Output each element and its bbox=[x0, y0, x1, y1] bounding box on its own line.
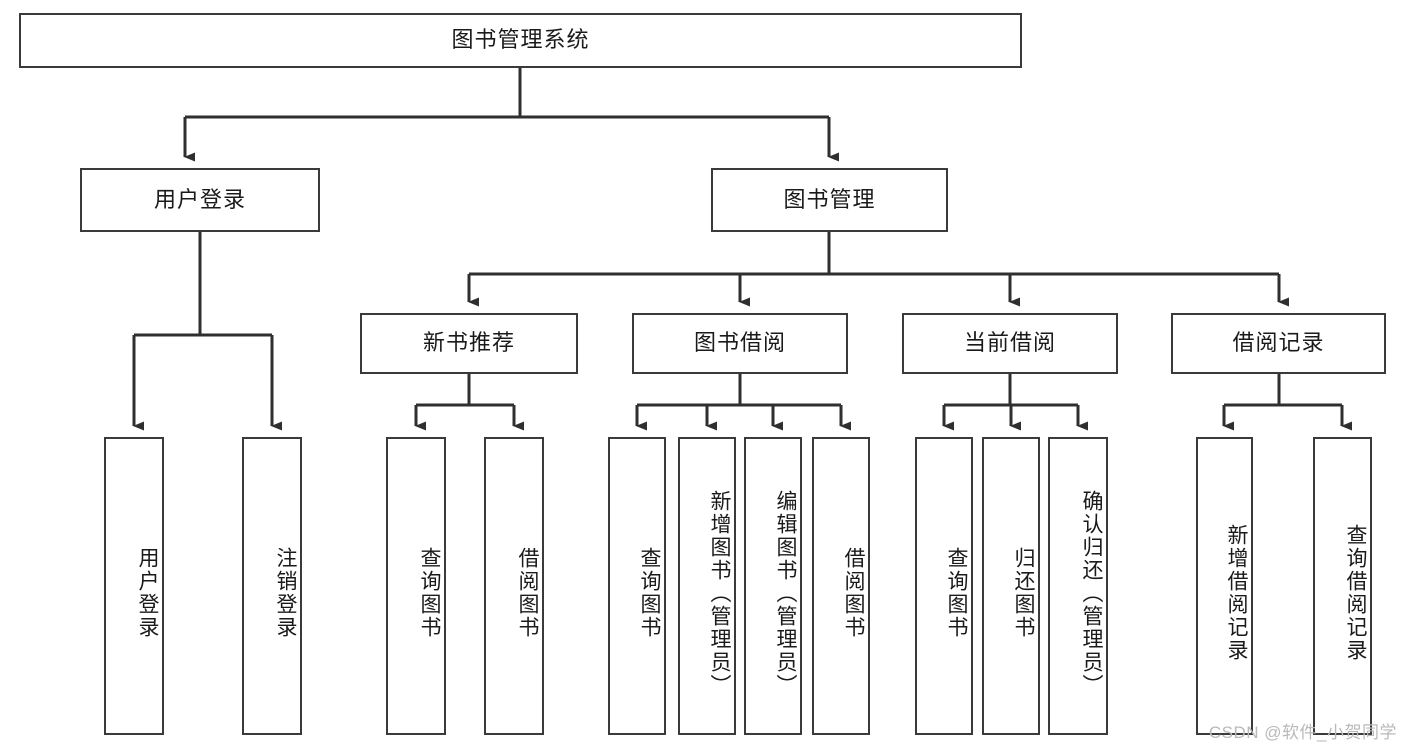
node-label: 借阅记录 bbox=[1232, 330, 1325, 356]
leaf-records-add-record[interactable]: 新增借阅记录 bbox=[1196, 437, 1253, 735]
node-label: 查询借阅记录 bbox=[1344, 524, 1367, 662]
leaf-recommend-query-book[interactable]: 查询图书 bbox=[386, 437, 446, 735]
node-label: 当前借阅 bbox=[963, 330, 1056, 356]
node-label: 图书借阅 bbox=[693, 330, 786, 356]
leaf-recommend-borrow-book[interactable]: 借阅图书 bbox=[484, 437, 544, 735]
node-label: 图书管理 bbox=[783, 186, 876, 212]
node-borrow-records[interactable]: 借阅记录 bbox=[1171, 313, 1386, 374]
leaf-current-query-book[interactable]: 查询图书 bbox=[915, 437, 973, 735]
leaf-current-confirm-return-admin[interactable]: 确认归还（管理员） bbox=[1048, 437, 1108, 735]
node-label: 查询图书 bbox=[945, 547, 968, 639]
node-label: 确认归还（管理员） bbox=[1080, 489, 1103, 697]
node-new-book-recommend[interactable]: 新书推荐 bbox=[360, 313, 578, 374]
leaf-borrow-query-book[interactable]: 查询图书 bbox=[608, 437, 666, 735]
leaf-borrow-edit-book-admin[interactable]: 编辑图书（管理员） bbox=[744, 437, 802, 735]
node-label: 归还图书 bbox=[1012, 547, 1035, 639]
node-label: 借阅图书 bbox=[842, 547, 865, 639]
node-label: 新增图书（管理员） bbox=[708, 489, 731, 697]
node-current-borrow[interactable]: 当前借阅 bbox=[902, 313, 1118, 374]
node-root[interactable]: 图书管理系统 bbox=[19, 13, 1022, 68]
leaf-user-login[interactable]: 用户登录 bbox=[104, 437, 164, 735]
node-label: 用户登录 bbox=[153, 186, 246, 212]
leaf-borrow-add-book-admin[interactable]: 新增图书（管理员） bbox=[678, 437, 736, 735]
node-label: 编辑图书（管理员） bbox=[774, 489, 797, 697]
node-label: 查询图书 bbox=[638, 547, 661, 639]
leaf-records-query-record[interactable]: 查询借阅记录 bbox=[1313, 437, 1372, 735]
node-label: 注销登录 bbox=[274, 547, 297, 639]
leaf-borrow-borrow-book[interactable]: 借阅图书 bbox=[812, 437, 870, 735]
node-label: 新增借阅记录 bbox=[1225, 524, 1248, 662]
leaf-current-return-book[interactable]: 归还图书 bbox=[982, 437, 1040, 735]
leaf-user-logout[interactable]: 注销登录 bbox=[242, 437, 302, 735]
node-label: 借阅图书 bbox=[516, 547, 539, 639]
node-label: 图书管理系统 bbox=[451, 27, 590, 53]
node-book-management-group[interactable]: 图书管理 bbox=[711, 168, 948, 232]
node-label: 用户登录 bbox=[136, 547, 159, 639]
node-label: 查询图书 bbox=[418, 547, 441, 639]
node-book-borrow[interactable]: 图书借阅 bbox=[632, 313, 848, 374]
csdn-watermark: CSDN @软件_小贺同学 bbox=[1208, 723, 1397, 742]
node-label: 新书推荐 bbox=[422, 330, 515, 356]
node-user-login-group[interactable]: 用户登录 bbox=[80, 168, 320, 232]
